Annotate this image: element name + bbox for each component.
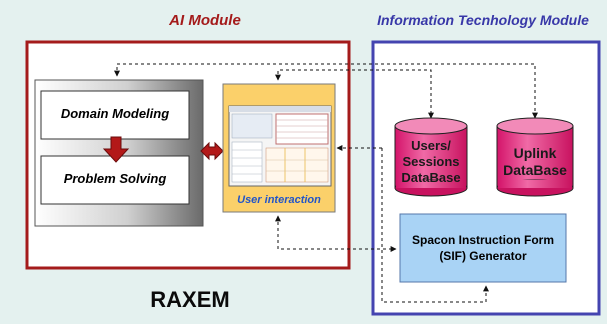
down-arrow-icon	[102, 136, 130, 163]
sif-label-line: Spacon Instruction Form	[411, 233, 554, 247]
sif-label-line: (SIF) Generator	[439, 249, 527, 263]
connector-top-to-panel	[114, 63, 538, 119]
users-db-cylinder	[394, 117, 468, 197]
users-db-label-line: DataBase	[401, 170, 461, 185]
sif-generator-box	[399, 213, 567, 283]
user-interaction-label: User interaction	[237, 194, 321, 206]
domain-modeling-label: Domain Modeling	[60, 106, 170, 121]
system-name: RAXEM	[150, 287, 230, 312]
screenshot-thumbnail	[228, 105, 332, 187]
it-module-title: Information Tecnhology Module	[377, 12, 589, 28]
uplink-db-label-line: Uplink	[513, 145, 557, 161]
connector-ui-to-sif	[275, 215, 397, 252]
users-db-label: Users/ Sessions DataBase	[395, 138, 467, 186]
problem-solving-label: Problem Solving	[63, 171, 167, 186]
users-db-label-line: Users/	[411, 138, 451, 153]
sif-generator-label: Spacon Instruction Form (SIF) Generator	[400, 232, 566, 264]
uplink-db-label-line: DataBase	[503, 162, 567, 178]
problem-solving-box	[40, 155, 190, 205]
connector-ui-to-users-db	[275, 69, 434, 119]
connector-it-side	[381, 148, 489, 303]
uplink-db-label: Uplink DataBase	[497, 145, 573, 179]
uplink-db-cylinder	[496, 117, 574, 197]
users-db-label-line: Sessions	[402, 154, 460, 169]
ai-module-title: AI Module	[169, 12, 241, 29]
